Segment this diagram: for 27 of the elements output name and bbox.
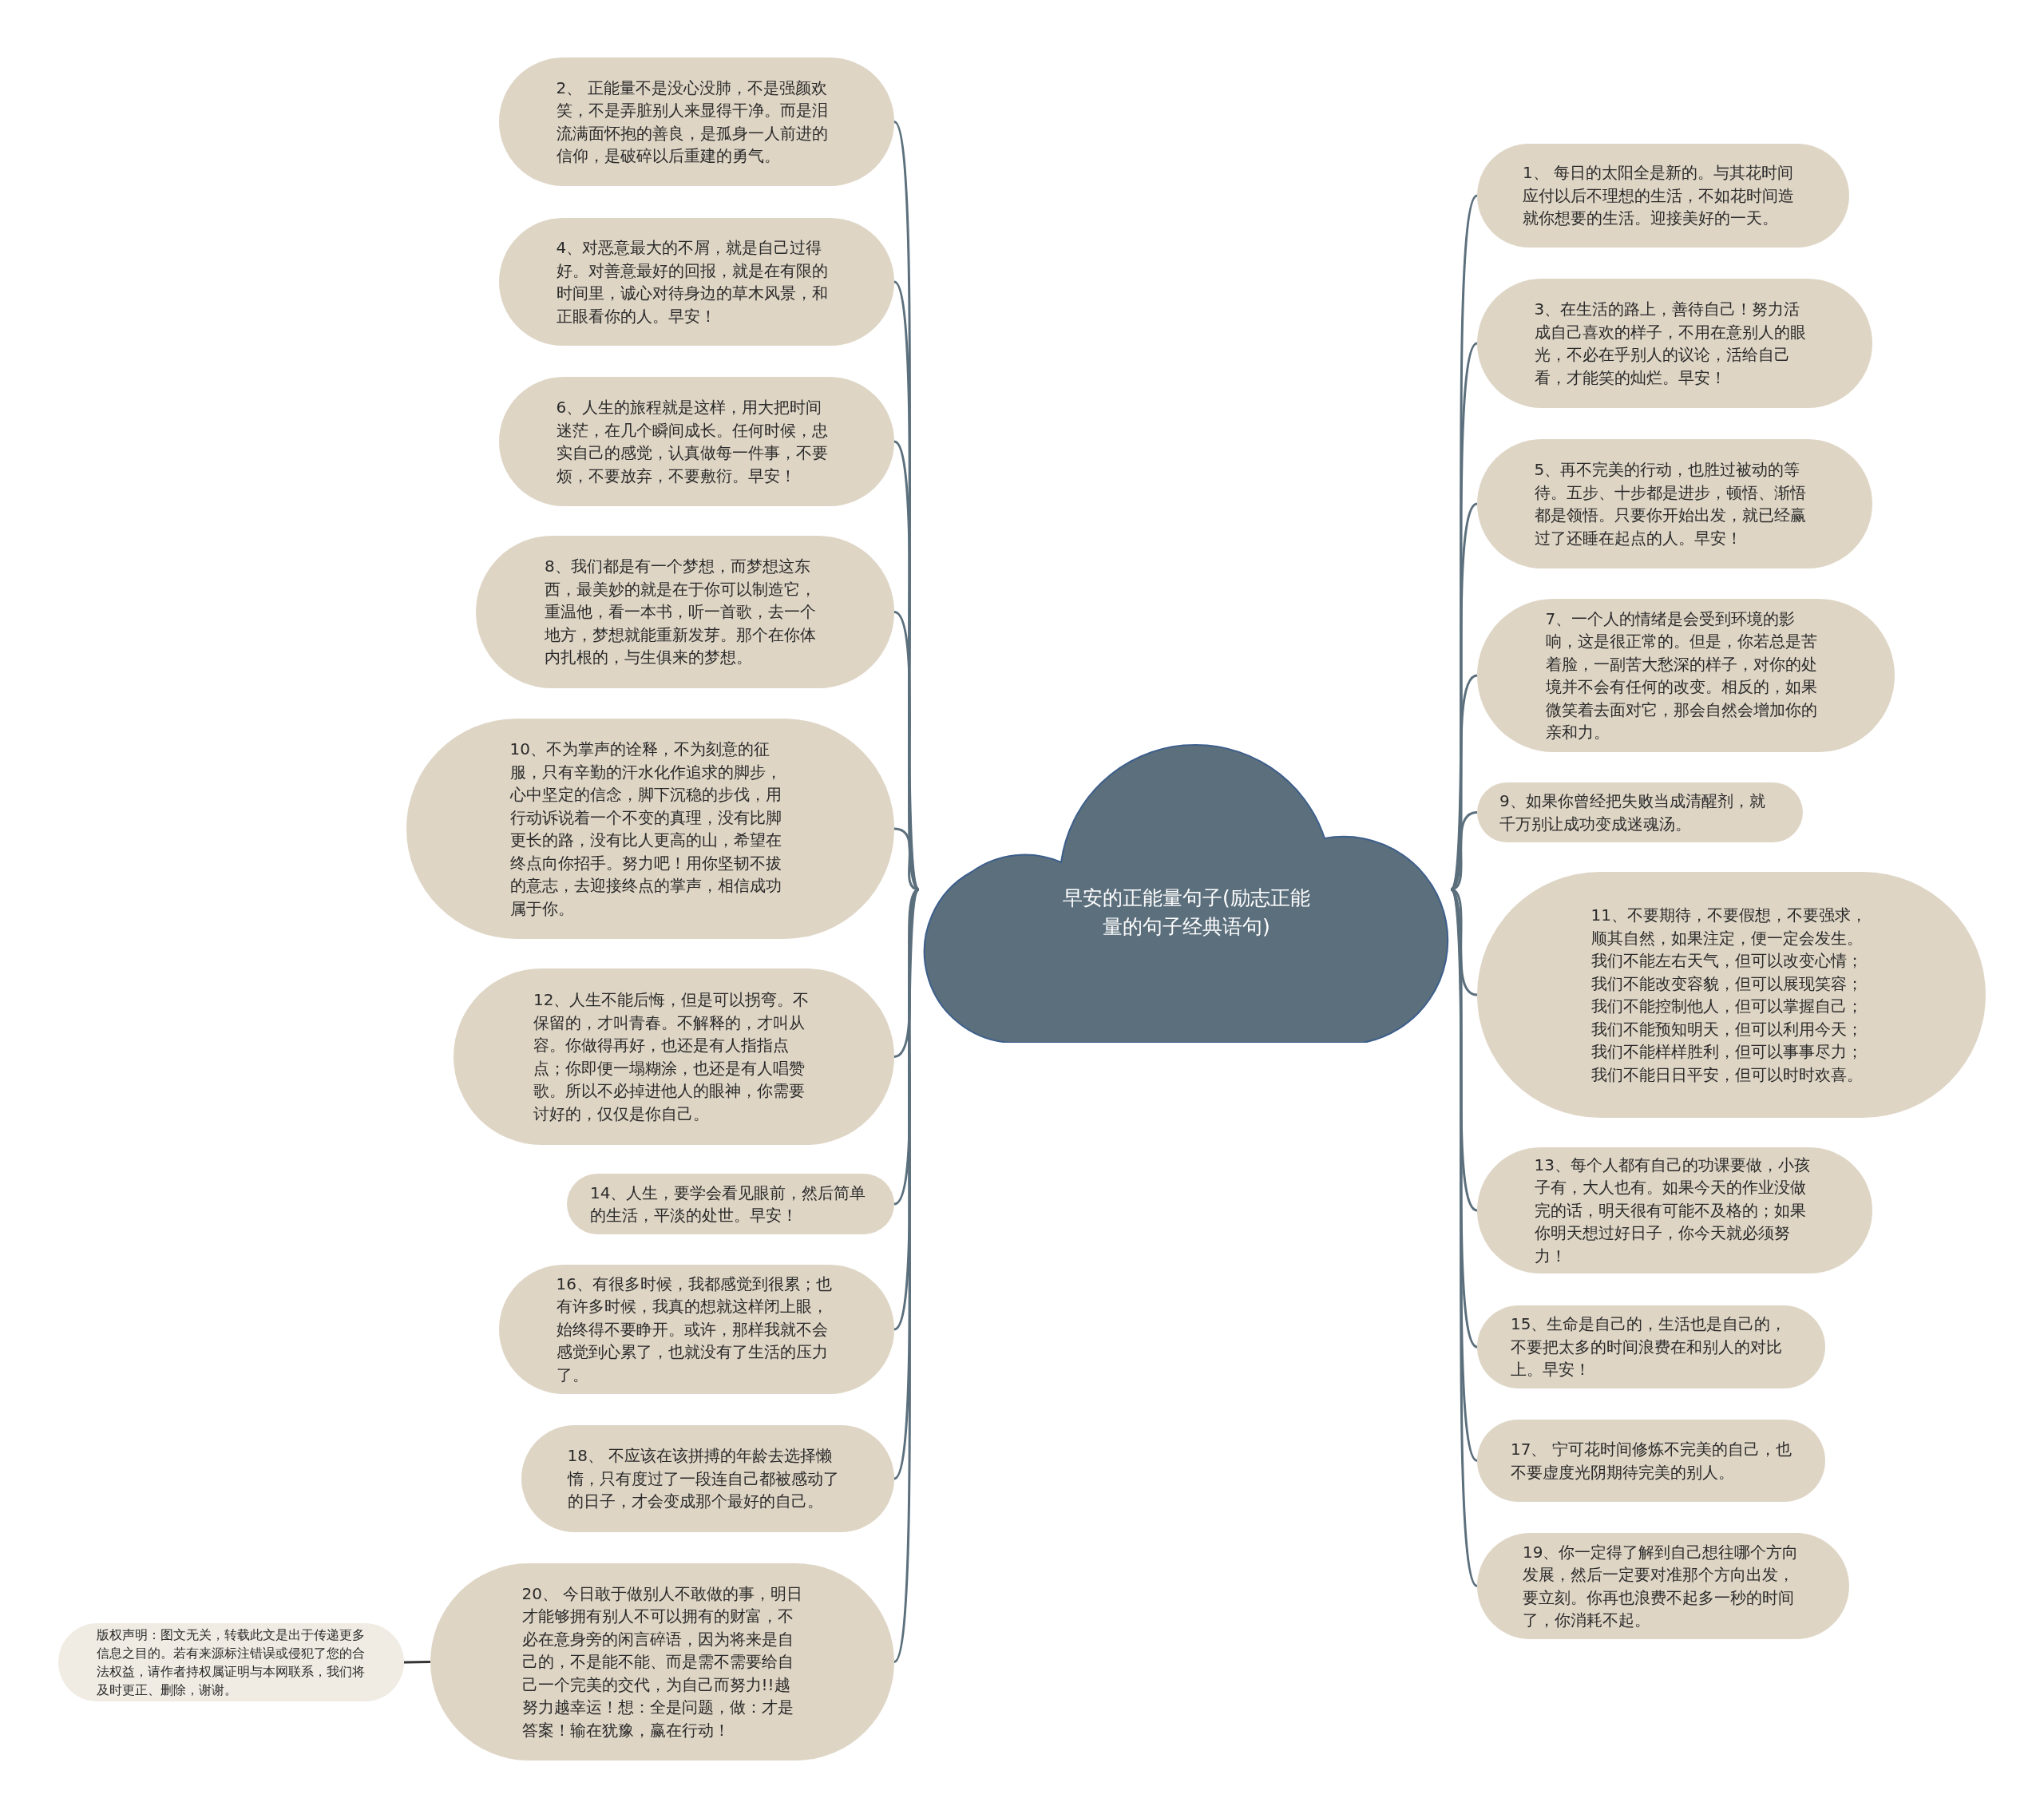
quote-bubble: 20、 今日敢于做别人不敢做的事，明日才能够拥有别人不可以拥有的财富，不必在意身旁的闲言碎语，因为将来是自己的，不是能不能、而是需不需要给自己一个完美的交代，为自己而努力!!越努力越幸运！想：全是问题，做：才是答案！输在犹豫，赢在行动！ (430, 1563, 894, 1761)
quote-bubble: 17、 宁可花时间修炼不完美的自己，也不要虚度光阴期待完美的别人。 (1477, 1420, 1825, 1502)
connector-line (1449, 889, 1479, 1587)
quote-bubble: 1、 每日的太阳全是新的。与其花时间应付以后不理想的生活，不如花时间造就你想要的生活。迎接美好的一天。 (1477, 144, 1849, 248)
connector-line (893, 281, 921, 890)
quote-bubble: 18、 不应该在该拼搏的年龄去选择懒惰，只有度过了一段连自己都被感动了的日子，才会变成那个最好的自己。 (521, 1425, 894, 1532)
quote-bubble: 10、不为掌声的诠释，不为刻意的征服，只有辛勤的汗水化作追求的脚步，心中坚定的信念，脚下沉稳的步伐，用行动诉说着一个不变的真理，没有比脚更长的路，没有比人更高的山，希望在终点向你招手。努力吧！用你坚韧不拔的意志，去迎接终点的掌声，相信成功属于你。 (406, 719, 894, 939)
note-bubble: 版权声明：图文无关，转载此文是出于传递更多信息之目的。若有来源标注错误或侵犯了您的合法权益，请作者持权属证明与本网联系，我们将及时更正、删除，谢谢。 (58, 1623, 404, 1701)
quote-bubble: 4、对恶意最大的不屑，就是自己过得好。对善意最好的回报，就是在有限的时间里，诚心对待身边的草木风景，和正眼看你的人。早安！ (499, 218, 894, 346)
quote-bubble: 6、人生的旅程就是这样，用大把时间迷茫，在几个瞬间成长。任何时候，忠实自己的感觉，认真做每一件事，不要烦，不要放弃，不要敷衍。早安！ (499, 377, 894, 506)
quote-bubble: 14、人生，要学会看见眼前，然后简单的生活，平淡的处世。早安！ (567, 1174, 894, 1234)
quote-bubble: 3、在生活的路上，善待自己！努力活成自己喜欢的样子，不用在意别人的眼光，不必在乎别人的议论，活给自己看，才能笑的灿烂。早安！ (1477, 279, 1872, 408)
connector-line (893, 889, 921, 1663)
quote-bubble: 9、如果你曾经把失败当成清醒剂，就千万别让成功变成迷魂汤。 (1477, 782, 1803, 842)
quote-bubble: 5、再不完美的行动，也胜过被动的等待。五步、十步都是进步，顿悟、渐悟都是领悟。只要你开始出发，就已经赢过了还睡在起点的人。早安！ (1477, 439, 1872, 568)
quote-bubble: 2、 正能量不是没心没肺，不是强颜欢笑，不是弄脏别人来显得干净。而是泪流满面怀抱的善良，是孤身一人前进的信仰，是破碎以后重建的勇气。 (499, 57, 894, 186)
topic-text: 早安的正能量句子(励志正能量的句子经典语句) (1062, 885, 1311, 940)
quote-bubble: 15、生命是自己的，生活也是自己的，不要把太多的时间浪费在和别人的对比上。早安！ (1477, 1305, 1825, 1388)
quote-bubble: 16、有很多时候，我都感觉到很累；也有许多时候，我真的想就这样闭上眼，始终得不要睁开。或许，那样我就不会感觉到心累了，也就没有了生活的压力了。 (499, 1265, 894, 1394)
quote-bubble: 7、一个人的情绪是会受到环境的影响，这是很正常的。但是，你若总是苦着脸，一副苦大愁深的样子，对你的处境并不会有任何的改变。相反的，如果微笑着去面对它，那会自然会增加你的亲和力。 (1477, 599, 1895, 752)
quote-bubble: 11、不要期待，不要假想，不要强求，顺其自然，如果注定，便一定会发生。我们不能左右天气，但可以改变心情；我们不能改变容貌，但可以展现笑容；我们不能控制他人，但可以掌握自己；我们不能预知明天，但可以利用今天；我们不能样样胜利，但可以事事尽力；我们不能日日平安，但可以时时欢喜。 (1477, 872, 1986, 1118)
quote-bubble: 13、每个人都有自己的功课要做，小孩子有，大人也有。如果今天的作业没做完的话，明天很有可能不及格的；如果你明天想过好日子，你今天就必须努力！ (1477, 1147, 1872, 1273)
quote-bubble: 19、你一定得了解到自己想往哪个方向发展，然后一定要对准那个方向出发，要立刻。你再也浪费不起多一秒的时间了，你消耗不起。 (1477, 1533, 1849, 1639)
connector-line (1449, 195, 1479, 890)
quote-bubble: 12、人生不能后悔，但是可以拐弯。不保留的，才叫青春。不解释的，才叫从容。你做得再好，也还是有人指指点点；你即便一塌糊涂，也还是有人唱赞歌。所以不必掉进他人的眼神，你需要讨好的，仅仅是你自己。 (454, 968, 894, 1145)
connector-line (403, 1661, 431, 1664)
quote-bubble: 8、我们都是有一个梦想，而梦想这东西，最美妙的就是在于你可以制造它，重温他，看一本书，听一首歌，去一个地方，梦想就能重新发芽。那个在你体内扎根的，与生俱来的梦想。 (476, 536, 894, 688)
